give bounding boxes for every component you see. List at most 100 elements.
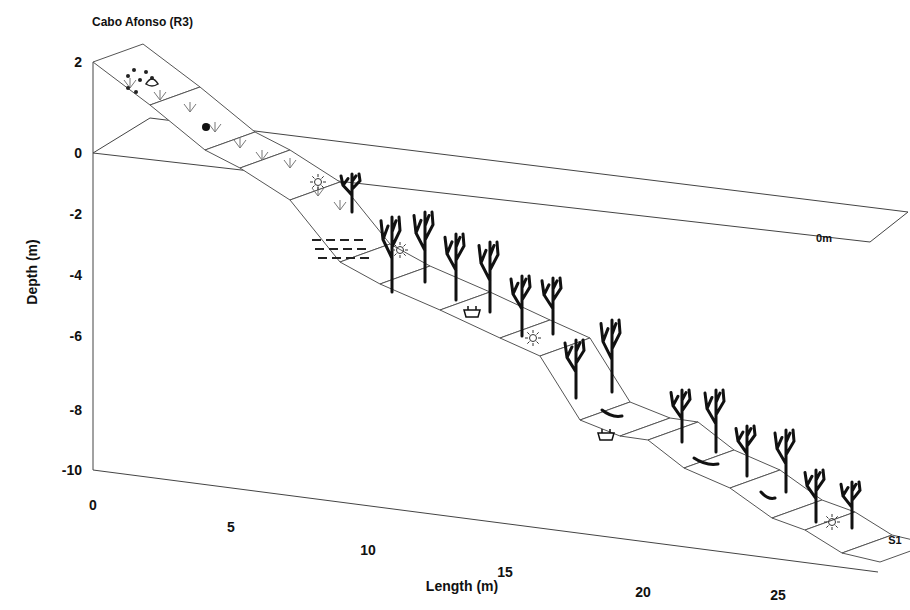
star-ray — [394, 254, 396, 256]
coral-symbol — [445, 234, 464, 300]
pebble-dot — [132, 68, 136, 72]
tick-label: -4 — [70, 268, 82, 282]
coral-symbol — [705, 390, 724, 452]
sea-level-left — [93, 118, 150, 153]
depth-axis — [93, 62, 94, 470]
axis-title: Depth (m) — [25, 239, 39, 304]
plane-label: 0m — [816, 233, 832, 244]
star-ray — [832, 514, 833, 517]
star-symbol — [530, 335, 537, 342]
worm-symbol — [694, 458, 718, 464]
coral-symbol — [341, 174, 360, 212]
sand-dash — [332, 257, 341, 259]
coral-symbol — [601, 320, 620, 392]
star-ray — [837, 522, 840, 523]
tick-label: 2 — [74, 55, 82, 69]
shell-symbol — [146, 79, 158, 86]
urchin-dot — [202, 123, 210, 131]
star-ray — [533, 330, 534, 333]
sand-dash — [357, 248, 366, 250]
sea-level-back — [150, 118, 908, 212]
star-ray — [312, 186, 314, 188]
star-ray — [537, 342, 539, 344]
coral-symbol — [479, 242, 498, 312]
star-symbol — [397, 247, 404, 254]
pebble-dot — [138, 78, 142, 82]
coral-symbol — [381, 217, 400, 292]
tick-label: 0 — [74, 146, 82, 160]
sand-dash — [326, 239, 335, 241]
tick-label: 5 — [227, 520, 235, 534]
algae-symbol — [234, 138, 246, 148]
star-ray — [533, 343, 534, 346]
star-symbol — [315, 179, 322, 186]
star-ray — [525, 338, 528, 339]
pebble-dot — [126, 86, 130, 90]
benthos-symbols — [124, 68, 860, 530]
seabed-cell — [842, 535, 910, 562]
star-ray — [405, 250, 408, 251]
pebble-dot — [126, 74, 130, 78]
star-ray — [400, 242, 401, 245]
sand-dash — [340, 239, 349, 241]
sea-level-right — [870, 212, 908, 242]
star-ray — [836, 526, 838, 528]
star-ray — [537, 332, 539, 334]
sea-level-front — [93, 153, 870, 242]
star-symbol — [829, 519, 836, 526]
axis-title: Length (m) — [426, 579, 498, 593]
algae-symbol — [334, 200, 346, 210]
sand-dash — [312, 239, 321, 241]
coral-symbol — [805, 470, 824, 522]
star-ray — [404, 254, 406, 256]
star-ray — [392, 250, 395, 251]
sponge-symbol — [598, 429, 614, 440]
sand-dash — [318, 257, 327, 259]
star-ray — [322, 176, 324, 178]
tick-label: -6 — [70, 329, 82, 343]
sponge-symbol — [464, 306, 480, 317]
length-axis — [93, 470, 878, 572]
algae-symbol — [284, 158, 296, 168]
star-ray — [527, 342, 529, 344]
coral-symbol — [542, 278, 561, 334]
algae-symbol — [256, 150, 268, 160]
star-ray — [400, 255, 401, 258]
worm-symbol — [602, 410, 622, 416]
star-ray — [312, 176, 314, 178]
coral-symbol — [775, 430, 794, 492]
sand-dash — [354, 239, 363, 241]
star-ray — [318, 187, 319, 190]
coral-symbol — [841, 482, 860, 528]
algae-symbol — [124, 78, 136, 88]
worm-symbol — [761, 492, 775, 498]
sand-dash — [360, 257, 369, 259]
star-ray — [527, 332, 529, 334]
star-ray — [323, 182, 326, 183]
coral-symbol — [565, 340, 584, 398]
tick-label: -10 — [62, 463, 82, 477]
star-ray — [322, 186, 324, 188]
tick-label: 25 — [770, 588, 786, 602]
algae-symbol — [184, 102, 196, 112]
star-ray — [826, 526, 828, 528]
tick-label: 20 — [635, 585, 651, 599]
coral-symbol — [414, 212, 433, 282]
star-ray — [404, 244, 406, 246]
sand-dash — [329, 248, 338, 250]
star-ray — [538, 338, 541, 339]
tick-label: 0 — [89, 498, 97, 512]
algae-symbol — [312, 186, 324, 196]
seabed-strip — [93, 44, 910, 562]
star-ray — [826, 516, 828, 518]
tick-label: 15 — [497, 565, 513, 579]
sand-dash — [343, 248, 352, 250]
sand-dash — [346, 257, 355, 259]
algae-symbol — [209, 122, 221, 132]
star-ray — [394, 244, 396, 246]
star-ray — [832, 527, 833, 530]
star-ray — [824, 522, 827, 523]
coral-symbol — [671, 390, 690, 442]
